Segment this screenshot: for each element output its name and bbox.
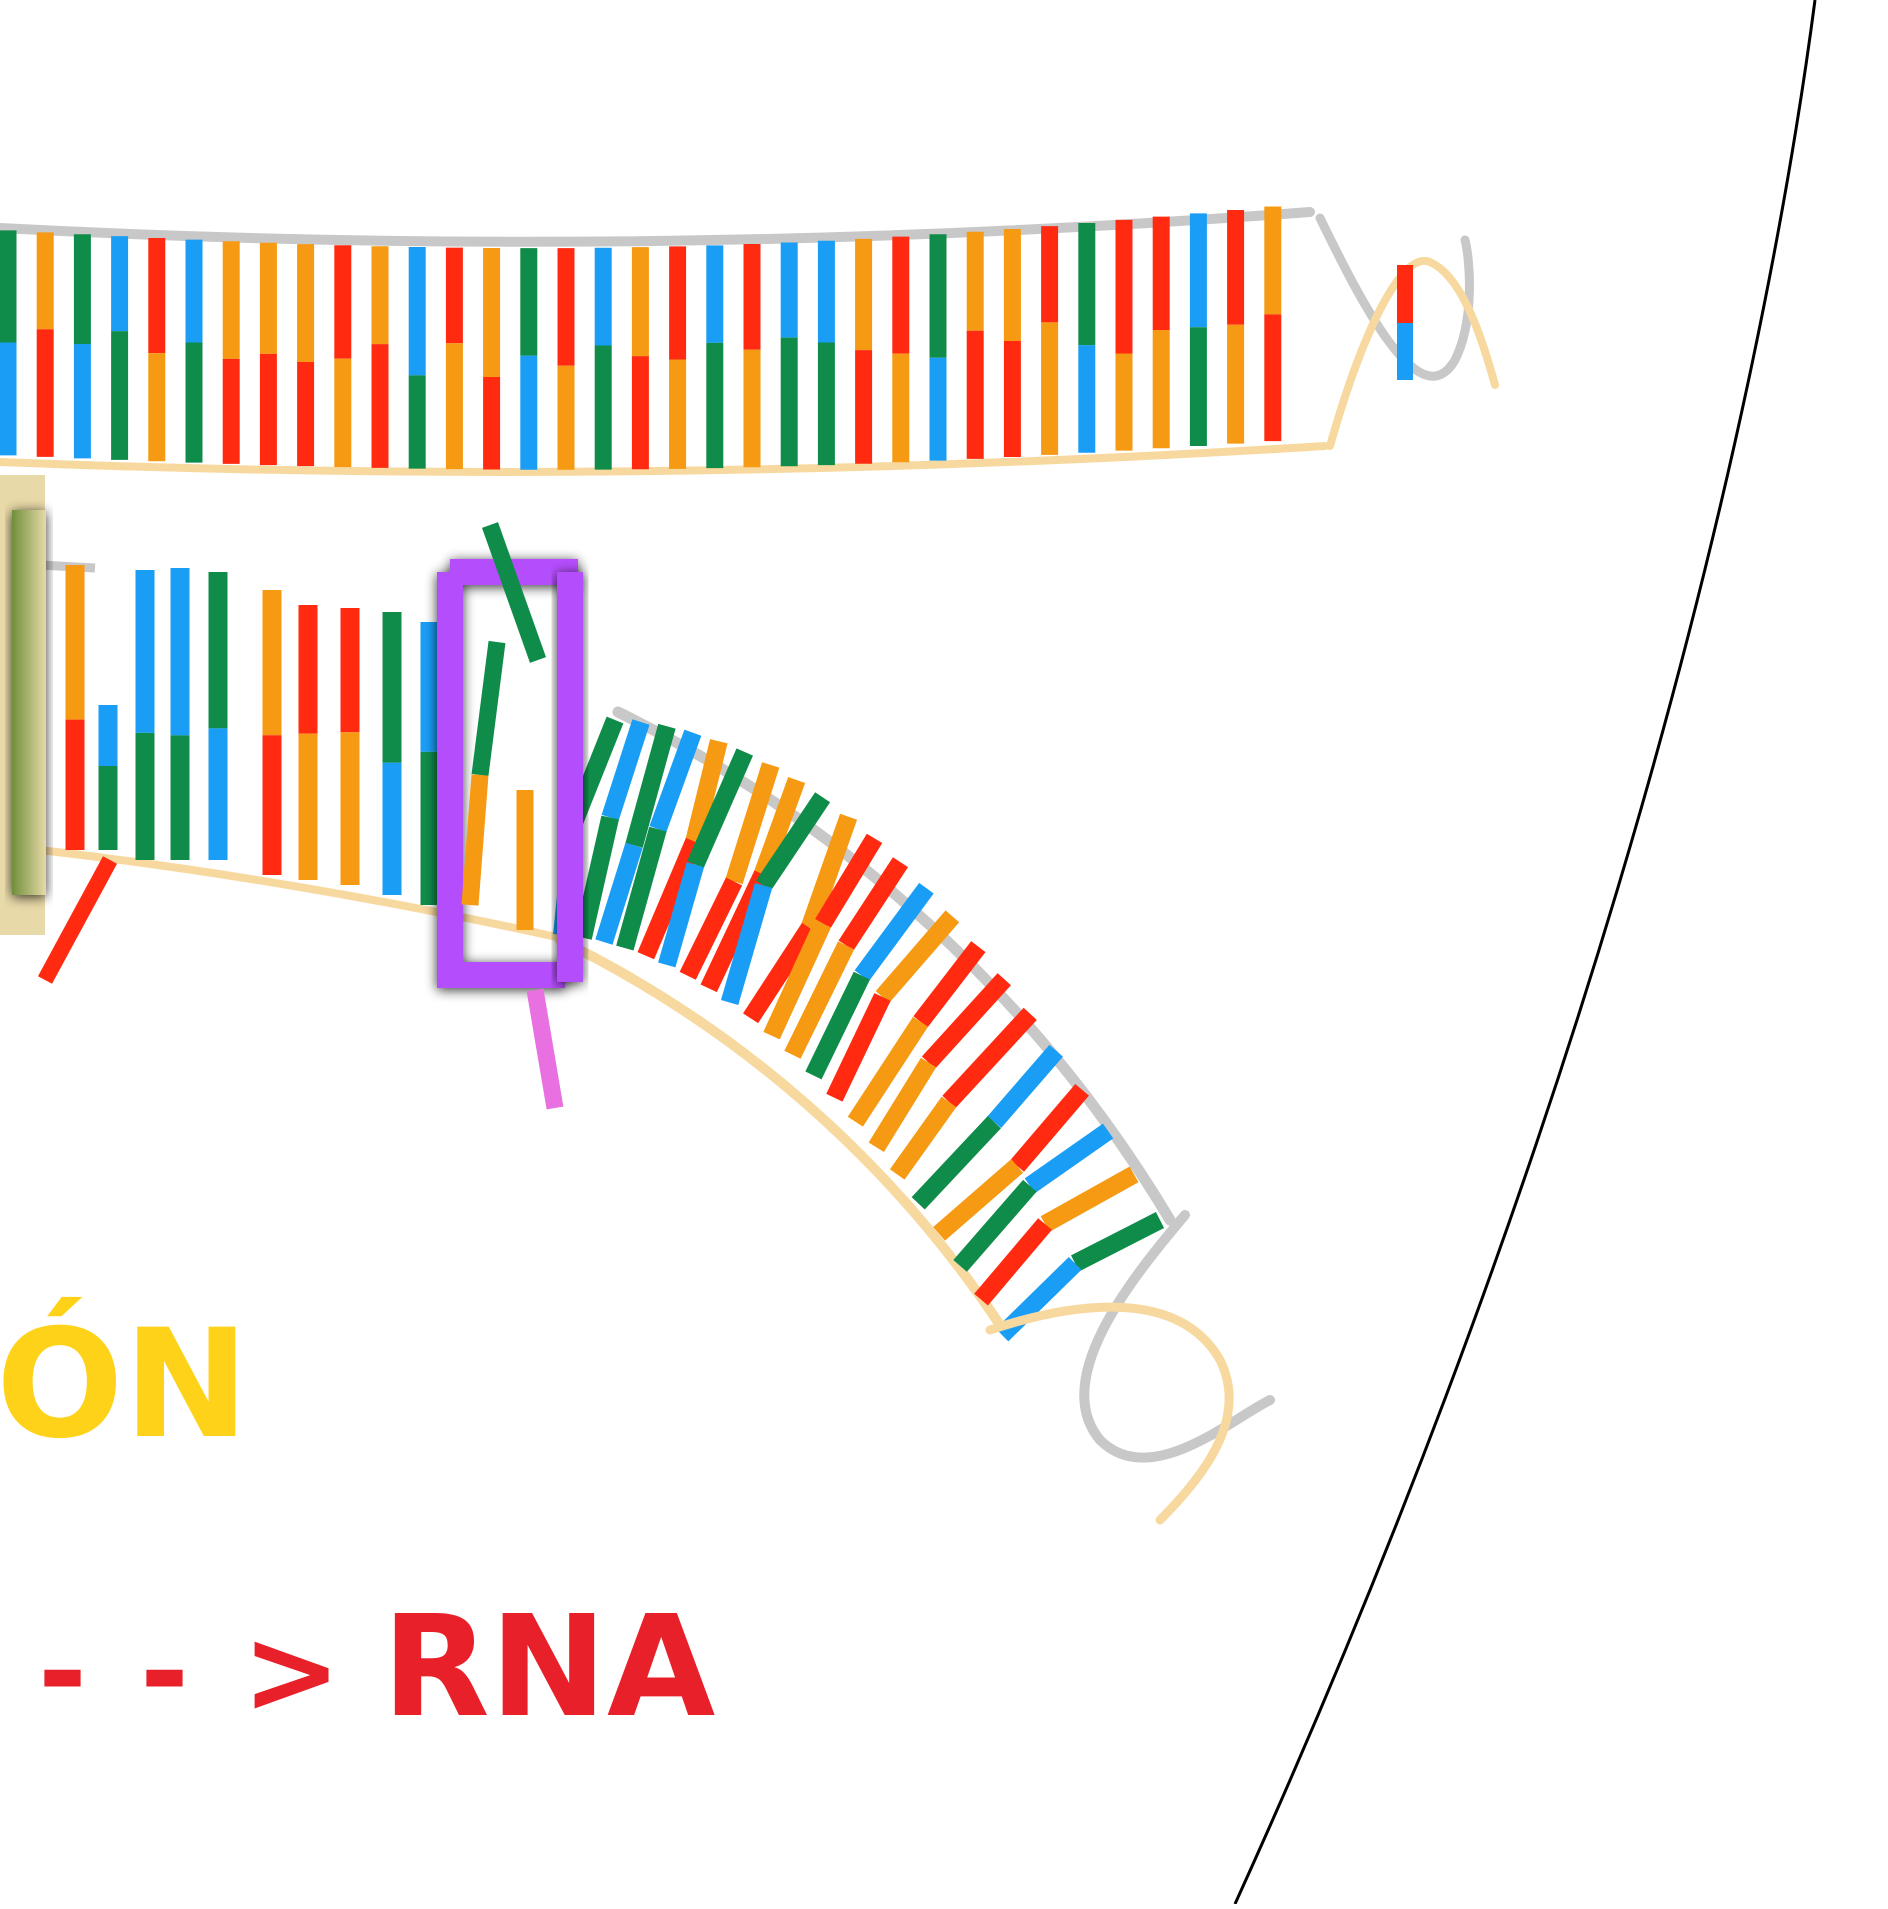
lower-dna-transcription-region: [39, 560, 1275, 1525]
curved-base-top: [854, 882, 934, 982]
curved-base-bottom: [574, 815, 619, 940]
curved-base-top: [942, 1007, 1037, 1108]
curved-base-bottom: [953, 1179, 1037, 1272]
curved-base-bottom: [743, 922, 818, 1024]
curved-base-top: [1024, 1123, 1114, 1194]
curved-base-bottom: [868, 1057, 937, 1152]
curved-base-bottom: [974, 1218, 1052, 1306]
curved-base-bottom: [637, 837, 703, 960]
curved-base-bottom: [784, 941, 855, 1059]
curved-base-bottom: [616, 826, 667, 951]
curved-base-top: [601, 719, 650, 821]
upper-dna-double-helix: [0, 206, 1499, 476]
lower-helix-twist-grey: [1079, 1210, 1275, 1463]
curved-base-top: [1040, 1166, 1139, 1232]
rna-strand-exit: [526, 988, 564, 1110]
curved-base-bottom: [763, 919, 832, 1040]
curved-base-top: [687, 748, 754, 869]
curved-base-bottom: [658, 862, 705, 968]
curved-base-top: [625, 723, 676, 848]
polymerase-complex: [0, 475, 583, 1110]
curved-base-top: [815, 833, 883, 929]
upper-backbone-bottom: [0, 442, 1329, 476]
curved-base-top: [756, 792, 831, 891]
curved-base-bottom: [889, 1096, 957, 1180]
upper-backbone-top: [0, 207, 1315, 247]
curved-base-top: [875, 910, 960, 1003]
title-fragment: ÓN: [0, 1298, 250, 1472]
curved-backbone-bottom: [555, 935, 1005, 1330]
transcription-arrow: - - >: [38, 1602, 347, 1740]
curved-base-bottom: [933, 1159, 1024, 1241]
rna-label: RNA: [382, 1586, 716, 1749]
curved-base-top: [685, 739, 728, 844]
polymerase-right-bar: [557, 572, 583, 982]
curved-base-top: [649, 729, 702, 833]
curved-base-bottom: [720, 883, 773, 1005]
upper-helix-twist-tan: [1326, 256, 1499, 450]
curved-base-top: [838, 857, 909, 951]
lower-backbone-bottom-left: [39, 846, 571, 944]
curved-base-top: [921, 973, 1011, 1069]
cell-membrane-curve: [1233, 0, 1817, 1905]
upper-helix-twist-grey: [1315, 213, 1474, 381]
free-nucleotide-green: [481, 522, 547, 663]
curved-base-bottom: [847, 1016, 929, 1127]
lower-helix-twist-tan: [985, 1302, 1234, 1525]
curved-base-bottom: [679, 877, 743, 980]
green-enzyme-block: [12, 510, 46, 895]
curved-base-top: [913, 941, 986, 1028]
curved-base-top: [725, 762, 780, 885]
curved-base-top: [1071, 1211, 1165, 1272]
curved-base-bottom: [595, 842, 643, 945]
curved-base-top: [1010, 1083, 1089, 1172]
curved-base-top: [754, 776, 806, 878]
curved-base-bottom: [826, 993, 891, 1102]
curved-base-top: [987, 1044, 1063, 1129]
curved-base-bottom: [911, 1115, 1001, 1210]
incoming-nucleotide-green: [471, 640, 506, 777]
incoming-nucleotide-orange: [461, 774, 489, 906]
curved-base-top: [801, 813, 858, 931]
curved-base-bottom: [805, 971, 870, 1080]
free-nucleotide-red: [37, 856, 118, 984]
